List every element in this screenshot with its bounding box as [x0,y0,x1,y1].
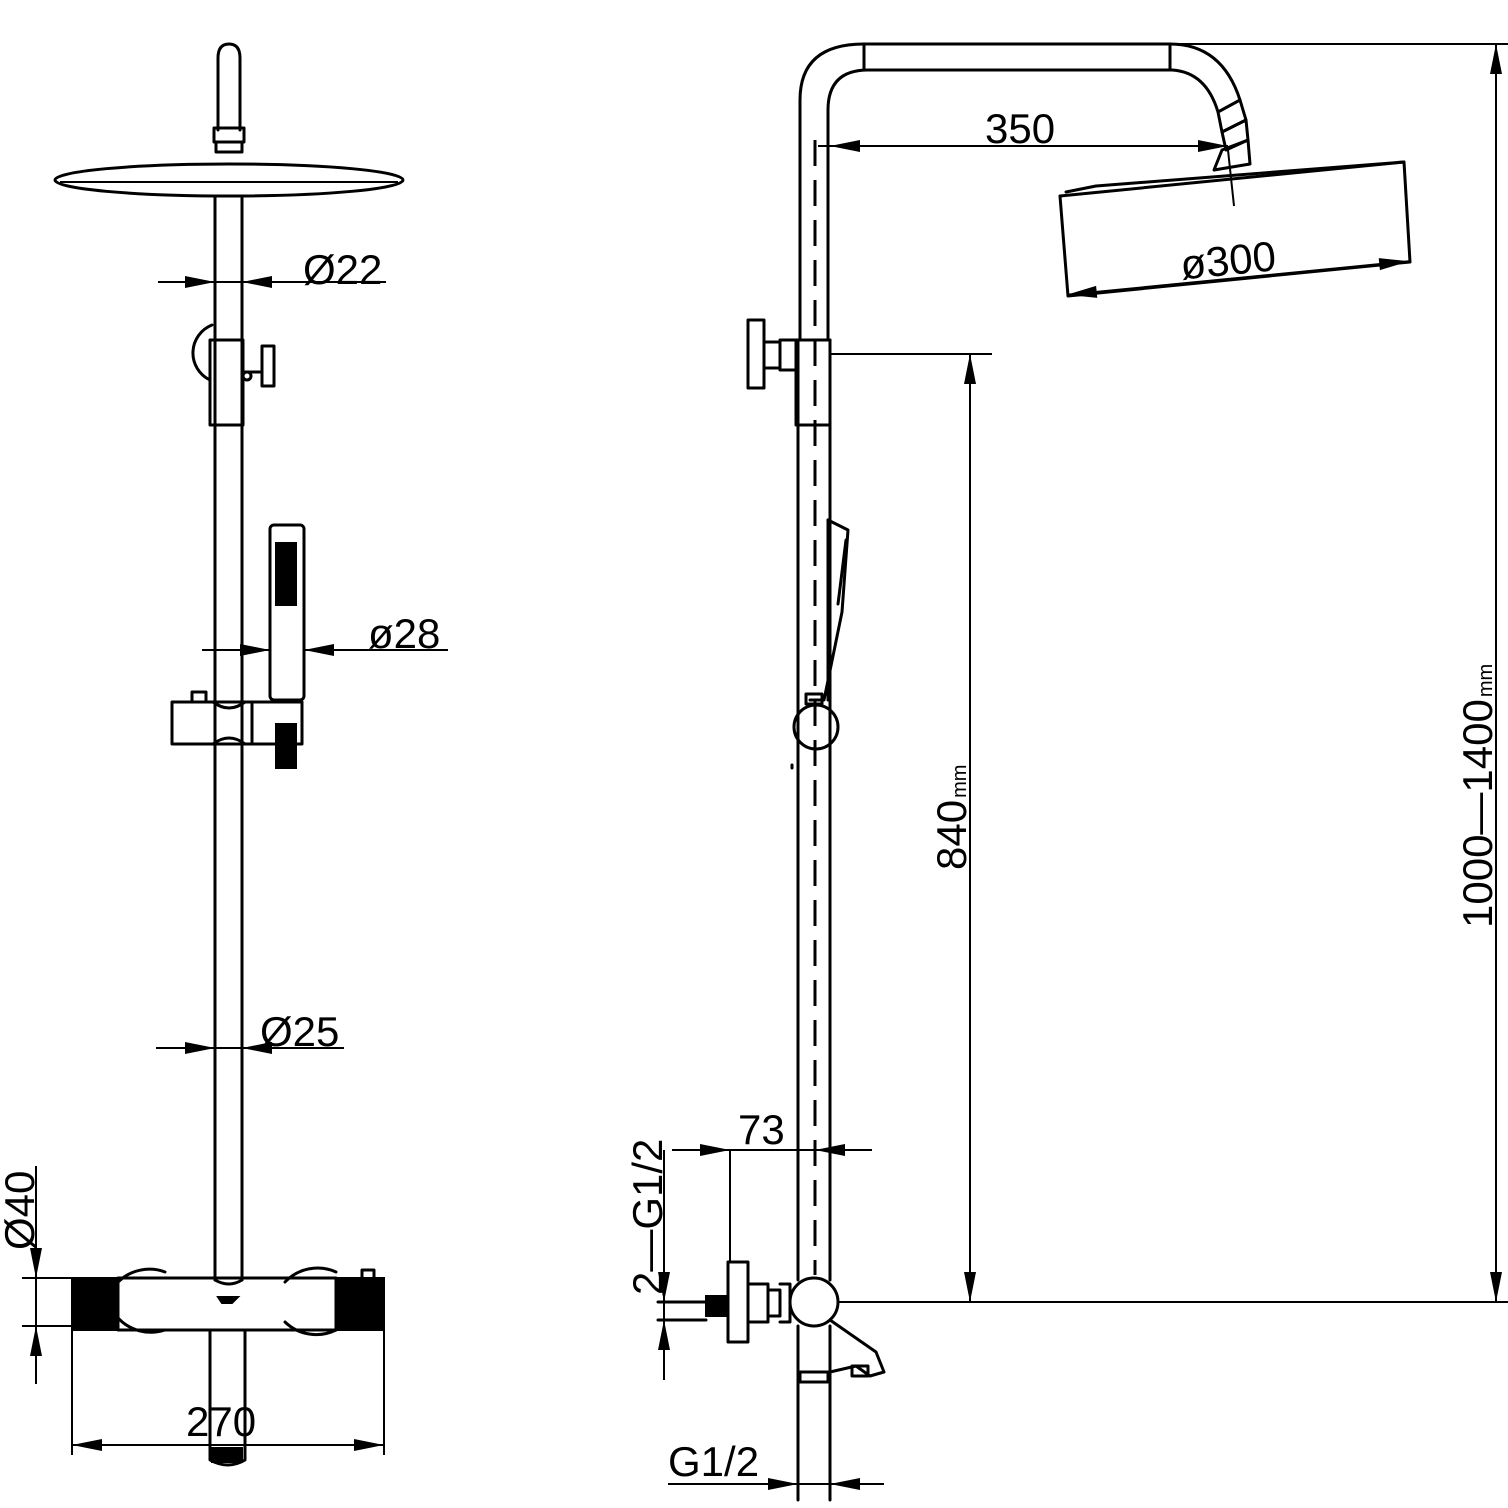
tub-spout [208,1328,247,1467]
dim-height: 840mm [830,353,992,1302]
side-hand-shower [808,518,850,702]
dim-head-diameter: ø300 [1066,232,1410,298]
front-view: Ø22 ø28 Ø25 Ø40 [0,42,448,1467]
dim-overhead-diameter: Ø22 [158,246,386,293]
dim-arm-projection: 350 [818,105,1228,152]
dim-valve-offset: 73 [672,1106,872,1262]
label-2-g12: 2—G1/2 [624,1139,671,1295]
diverter-body [208,338,245,427]
side-diverter-body [794,338,832,427]
dim-outlet-thread: G1/2 [668,1438,884,1490]
side-diverter-knob [746,318,766,390]
valve-cap-right [335,1277,385,1331]
label-d40: Ø40 [0,1171,43,1250]
overhead-arm-outer [798,42,1242,342]
label-g12: G1/2 [668,1438,759,1485]
hand-shower-nozzles [275,542,297,606]
head-swivel [1212,138,1252,172]
svg-text:1000—1400mm: 1000—1400mm [1454,664,1501,928]
dim-riser-diameter: Ø25 [156,1008,344,1055]
side-inlet-thread [705,1295,729,1317]
label-1000-1400: 1000—1400 [1454,699,1501,928]
side-view: 350 ø300 840mm 1000—1400mm [624,42,1508,1502]
svg-text:840mm: 840mm [928,765,975,870]
rain-head-side [1058,160,1412,298]
slide-bar-holder [170,700,304,746]
label-270: 270 [186,1398,256,1445]
label-d25: Ø25 [260,1008,339,1055]
label-840: 840 [928,800,975,870]
label-d300: ø300 [1178,232,1278,288]
dim-overall-width: 270 [71,1330,385,1455]
overhead-pipe [216,42,242,132]
label-1000-1400-unit: mm [1475,664,1497,697]
label-350: 350 [985,105,1055,152]
hand-shower [268,523,306,702]
dim-total-height: 1000—1400mm [838,43,1508,1303]
rain-shower-head [53,162,405,198]
label-840-unit: mm [949,765,971,798]
valve-cap-left [71,1277,119,1331]
side-spout [828,1318,886,1378]
dim-inlet-thread: 2—G1/2 [624,1139,671,1380]
overhead-arm-inner [826,68,1220,342]
label-73: 73 [738,1106,785,1153]
dim-hand-shower-diameter: ø28 [202,610,448,657]
label-d22: Ø22 [303,246,382,293]
spout-aerator [211,1447,243,1463]
diverter-knob [191,323,214,382]
diverter-lever [260,344,276,388]
label-d28: ø28 [368,610,440,657]
valve-body [116,1276,338,1332]
side-wall-bracket [726,1260,750,1344]
dim-valve-diameter: Ø40 [0,1166,118,1384]
